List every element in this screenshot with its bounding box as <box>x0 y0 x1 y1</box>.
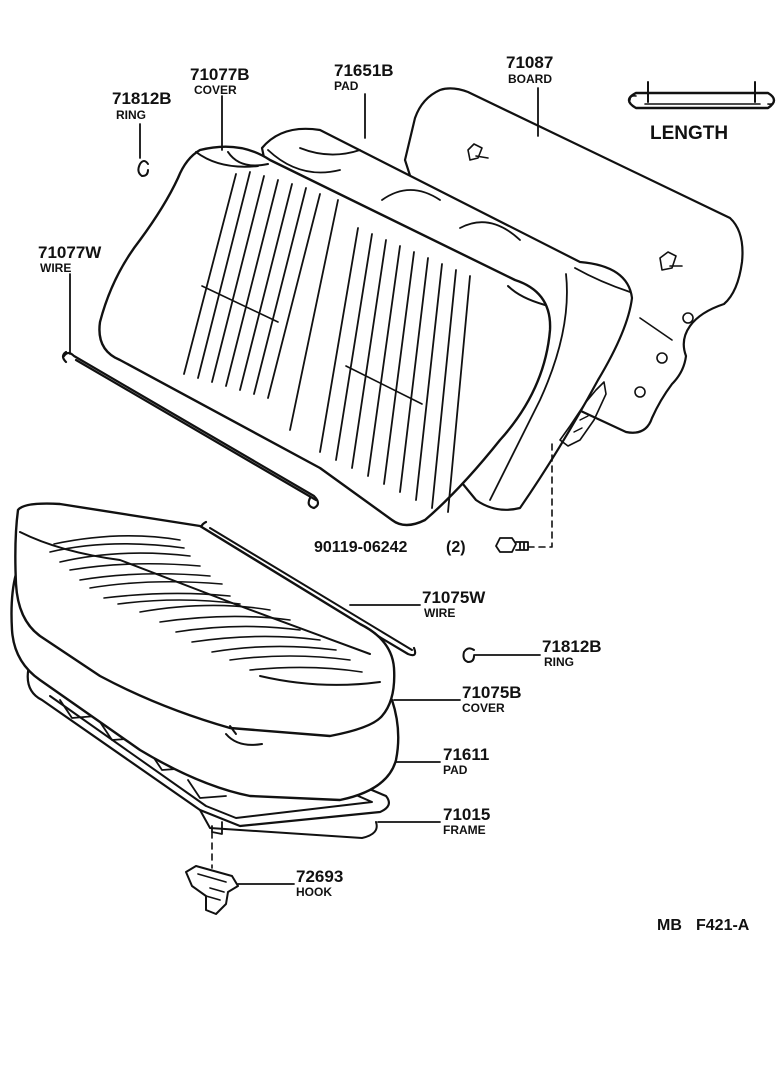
part-name: PAD <box>443 763 468 777</box>
part-number: 71087 <box>506 53 553 72</box>
part-number: 72693 <box>296 867 343 886</box>
label-wire-back: 71077W WIRE <box>38 243 102 275</box>
label-cover-cushion: 71075B COVER <box>462 683 522 715</box>
part-name: COVER <box>462 701 505 715</box>
part-number: 71075W <box>422 588 486 607</box>
part-number: 71611 <box>443 745 489 764</box>
length-legend: LENGTH <box>627 81 776 144</box>
label-hook: 72693 HOOK <box>296 867 343 899</box>
cushion-cover-drawing <box>14 502 396 738</box>
part-number: 90119-06242 <box>314 539 408 556</box>
part-name: RING <box>116 108 146 122</box>
part-number: 71077W <box>38 243 102 262</box>
part-name: RING <box>544 655 574 669</box>
back-cover-drawing <box>98 145 552 527</box>
length-label: LENGTH <box>650 123 728 144</box>
part-number: 71812B <box>112 89 172 108</box>
label-ring-top: 71812B RING <box>112 89 172 122</box>
part-name: HOOK <box>296 885 332 899</box>
label-pad-cushion: 71611 PAD <box>443 745 489 777</box>
label-ring-cushion: 71812B RING <box>542 637 602 669</box>
part-number: 71812B <box>542 637 602 656</box>
figure-code-left: MB <box>657 917 682 934</box>
bolt-drawing <box>495 439 553 553</box>
part-number: 71077B <box>190 65 250 84</box>
part-name: FRAME <box>443 823 486 837</box>
part-name: WIRE <box>40 261 71 275</box>
part-name: COVER <box>194 83 237 97</box>
part-number: 71015 <box>443 805 490 824</box>
label-pad-back: 71651B PAD <box>334 61 394 93</box>
ring-top-drawing <box>137 160 149 177</box>
label-cover-back: 71077B COVER <box>190 65 250 97</box>
hook-drawing <box>185 831 239 915</box>
ring-cushion-drawing <box>462 647 475 663</box>
figure-code-right: F421-A <box>696 917 750 934</box>
label-frame: 71015 FRAME <box>443 805 490 837</box>
part-number: 71075B <box>462 683 522 702</box>
label-bolt: 90119-06242 (2) <box>314 539 466 556</box>
part-name: PAD <box>334 79 359 93</box>
part-name: BOARD <box>508 72 552 86</box>
figure-code: MB F421-A <box>657 917 750 934</box>
back-wire-drawing <box>61 350 320 510</box>
leader-lines <box>69 87 541 885</box>
label-wire-cushion: 71075W WIRE <box>422 588 486 620</box>
part-quantity: (2) <box>446 539 466 556</box>
part-name: WIRE <box>424 606 455 620</box>
label-board: 71087 BOARD <box>506 53 553 86</box>
part-number: 71651B <box>334 61 394 80</box>
